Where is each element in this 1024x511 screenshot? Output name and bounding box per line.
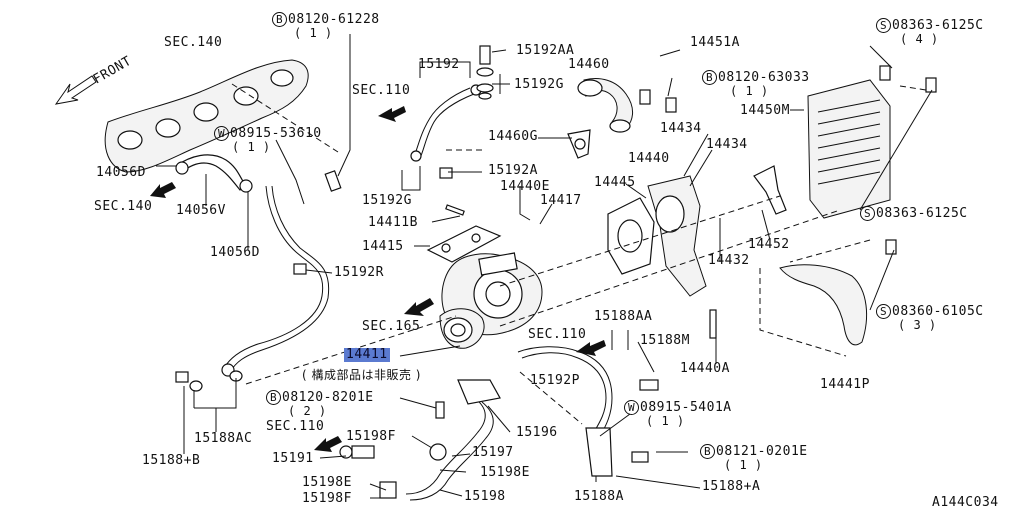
qty-b08120-61228: ( 1 ) [294,26,333,40]
water-pipe-shape [339,379,501,501]
part-15192: 15192 [418,57,460,72]
part-14056v: 14056V [176,203,226,218]
qty-s08360-6105c: ( 3 ) [898,318,937,332]
part-15188aa: 15188AA [594,309,653,324]
part-14440a: 14440A [680,361,730,376]
bolt-15192aa-shape [476,45,494,100]
sec140-top-label: SEC.140 [164,35,223,50]
part-15188a: 15188A [574,489,624,504]
part-14460g: 14460G [488,129,538,144]
part-14450m: 14450M [740,103,790,118]
part-14460: 14460 [568,57,610,72]
part-14411b: 14411B [368,215,418,230]
part-15196: 15196 [516,425,558,440]
part-15192r: 15192R [334,265,384,280]
water-hose-shape [175,154,253,193]
gasket-14460g-shape [567,129,591,159]
qty-b08120-63033: ( 1 ) [730,84,769,98]
callout-b-circle: B [272,12,287,27]
part-15197: 15197 [472,445,514,460]
section-arrow-icons [150,106,606,452]
front-arrow-icon [54,75,97,105]
sec110-a-label: SEC.110 [352,83,411,98]
air-inlet-elbow-shape [577,78,633,133]
qty-w08915-5401a: ( 1 ) [646,414,685,428]
exhaust-outlet-shape [607,175,707,297]
part-15198f-a: 15198F [346,429,396,444]
turbocharger-shape [439,252,543,349]
part-14434-b: 14434 [706,137,748,152]
callout-b-circle: B [702,70,717,85]
part-15188-plus-b: 15188+B [142,453,201,468]
part-14415: 14415 [362,239,404,254]
part-14411-highlighted[interactable]: 14411 [344,347,390,362]
part-14434-a: 14434 [660,121,702,136]
qty-b08121-0201e: ( 1 ) [724,458,763,472]
part-14445: 14445 [594,175,636,190]
water-tube-shape [517,346,613,477]
leader-lines [156,34,933,499]
callout-b-circle: B [700,444,715,459]
part-14451a: 14451A [690,35,740,50]
part-15198e-b: 15198E [302,475,352,490]
fasteners-shape [175,65,937,463]
oil-tube-shape [221,185,330,377]
part-15192g-a: 15192G [514,77,564,92]
callout-s-circle: S [860,206,875,221]
sec110-b-label: SEC.110 [528,327,587,342]
part-15198f-b: 15198F [302,491,352,506]
callout-s-circle: S [876,18,891,33]
part-15188-plus-a: 15188+A [702,479,761,494]
sec110-c-label: SEC.110 [266,419,325,434]
heat-shield-14450m-shape [807,79,891,219]
part-15192aa: 15192AA [516,43,575,58]
part-14440e: 14440E [500,179,550,194]
part-15188m: 15188M [640,333,690,348]
part-15192a: 15192A [488,163,538,178]
part-14432: 14432 [708,253,750,268]
callout-w-circle: W [214,126,229,141]
part-15198e-a: 15198E [480,465,530,480]
part-14417: 14417 [540,193,582,208]
part-15198: 15198 [464,489,506,504]
heat-shield-14441p-shape [779,264,868,346]
part-15188ac: 15188AC [194,431,253,446]
sec140-bottom-label: SEC.140 [94,199,153,214]
qty-s08363-6125c-a: ( 4 ) [900,32,939,46]
gasket-14415-shape [426,204,502,263]
callout-w-circle: W [624,400,639,415]
part-14056d-b: 14056D [210,245,260,260]
callout-b-circle: B [266,390,281,405]
sec165-label: SEC.165 [362,319,421,334]
exhaust-manifold-shape [104,59,309,173]
diagram-code: A144C034 [932,495,999,510]
oil-return-tube-shape [410,84,482,162]
part-14440: 14440 [628,151,670,166]
qty-b08120-8201e: ( 2 ) [288,404,327,418]
part-15192p: 15192P [530,373,580,388]
part-14441p: 14441P [820,377,870,392]
part-14452: 14452 [748,237,790,252]
part-15192g-b: 15192G [362,193,412,208]
part-15191: 15191 [272,451,314,466]
callout-s-circle: S [876,304,891,319]
note-not-sold-separately: ( 構成部品は非販売 ) [302,368,421,382]
part-14056d-a: 14056D [96,165,146,180]
qty-w08915-53610: ( 1 ) [232,140,271,154]
bracket-14452-shape [753,165,787,215]
